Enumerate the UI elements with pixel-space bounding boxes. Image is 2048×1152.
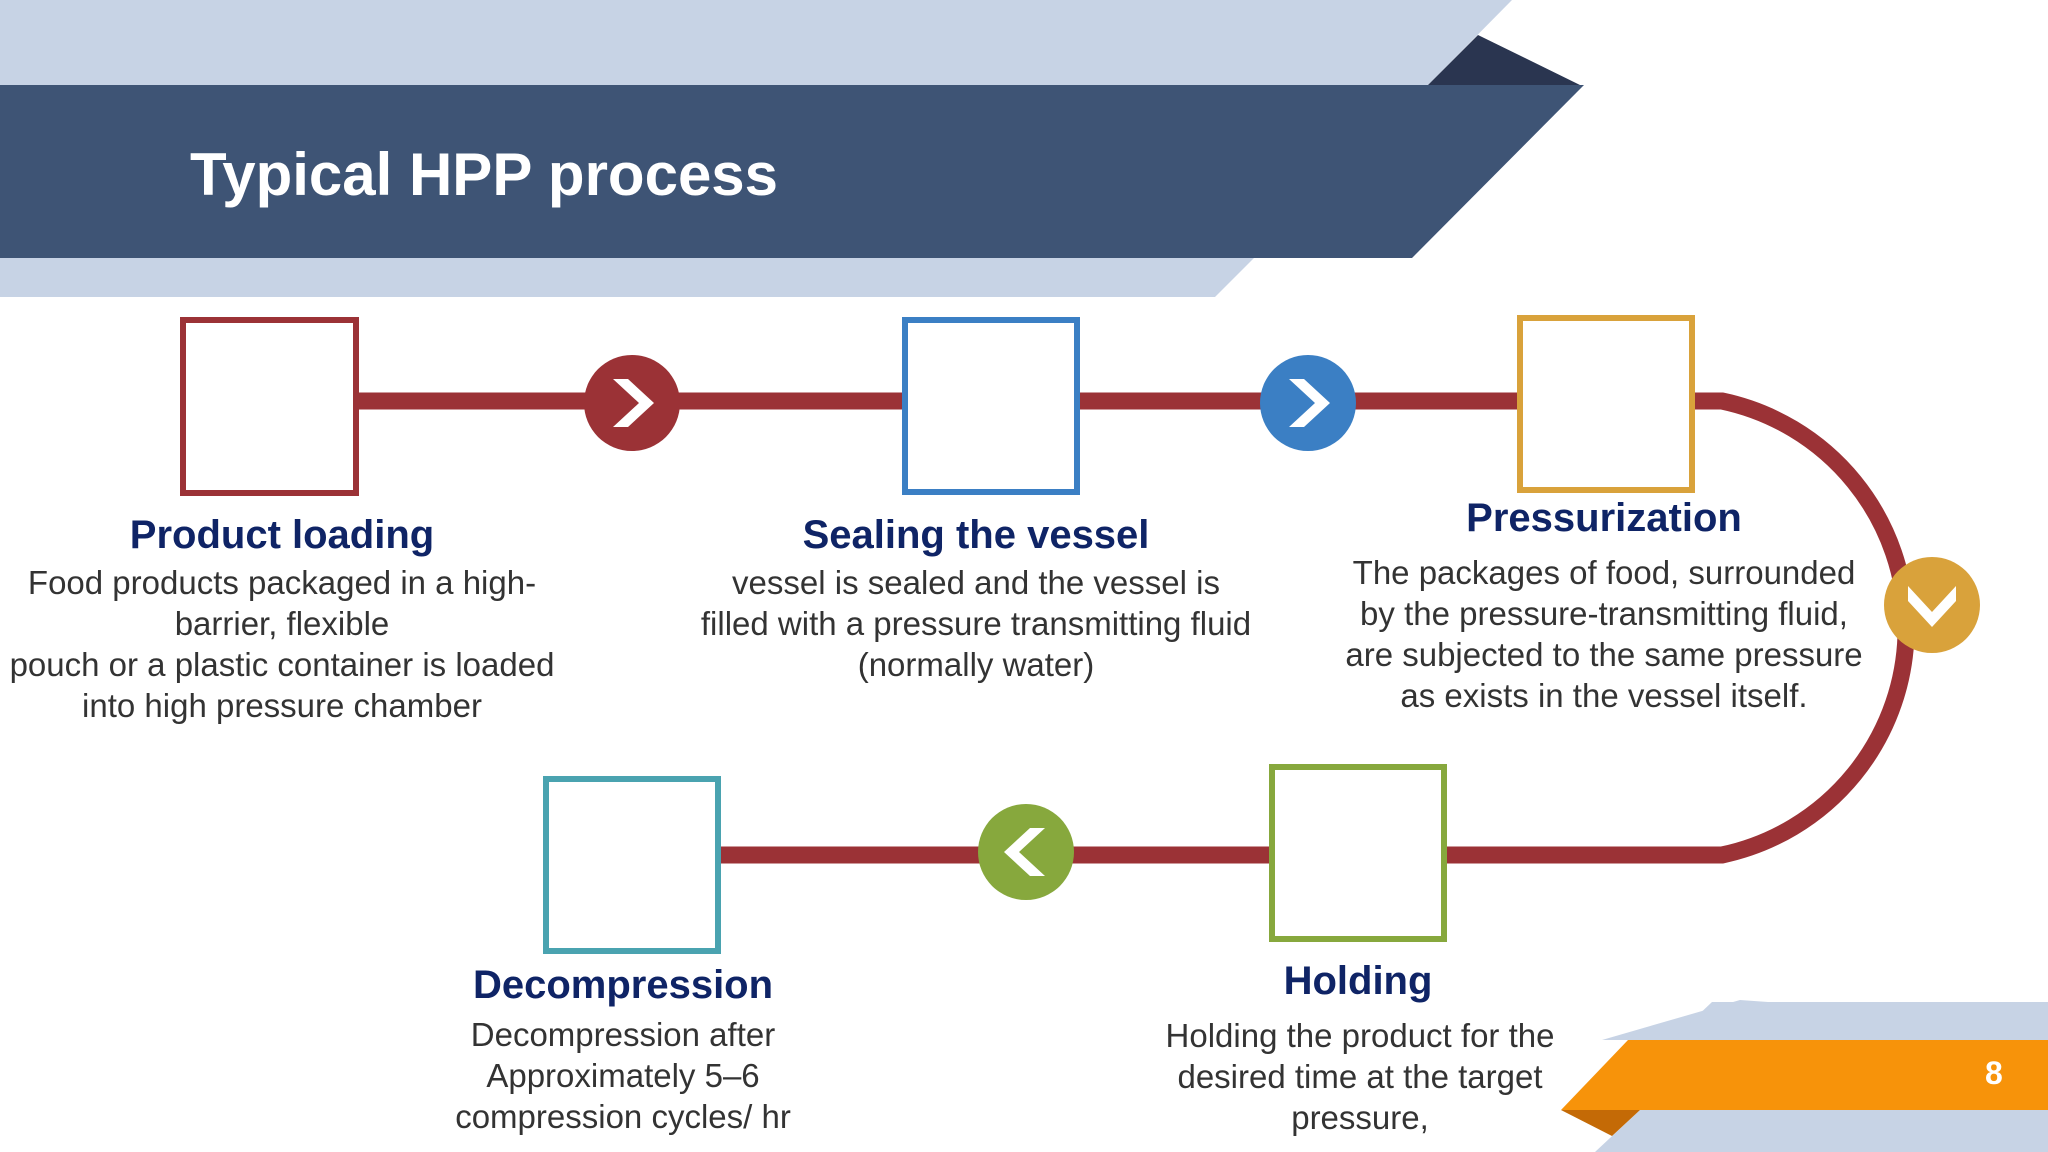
- step-box-decompression: [543, 776, 721, 954]
- description-line: The packages of food, surrounded: [1352, 554, 1856, 591]
- chevron-left-icon: [1004, 828, 1045, 876]
- description-line: Approximately 5–6: [486, 1057, 760, 1094]
- slide-title: Typical HPP process: [190, 141, 779, 208]
- footer-orange-band: [1561, 1040, 2048, 1110]
- description-line: Holding the product for the: [1165, 1017, 1555, 1054]
- description-line: filled with a pressure transmitting flui…: [700, 605, 1252, 642]
- footer-orange-fold: [1561, 1110, 1640, 1136]
- description-line: pouch or a plastic container is loaded: [9, 646, 555, 683]
- description-line: are subjected to the same pressure: [1345, 636, 1863, 673]
- footer-light-right: [1672, 1002, 2048, 1040]
- step-box-holding: [1269, 764, 1447, 942]
- description-line: barrier, flexible: [174, 605, 390, 642]
- arrow-right-1: [584, 355, 680, 451]
- step-description-decompression: Decompression after Approximately 5–6 co…: [455, 1014, 791, 1137]
- banner-fold: [1428, 35, 1582, 86]
- chevron-right-icon: [613, 379, 654, 427]
- step-description-holding: Holding the product for the desired time…: [1166, 1015, 1555, 1138]
- description-line: Food products packaged in a high-: [27, 564, 537, 601]
- step-box-sealing: [902, 317, 1080, 495]
- step-description-sealing: vessel is sealed and the vessel is fille…: [701, 562, 1251, 685]
- description-line: vessel is sealed and the vessel is: [732, 564, 1220, 601]
- chevron-right-icon: [1289, 379, 1330, 427]
- step-title-holding: Holding: [1283, 959, 1433, 1003]
- step-title-product-loading: Product loading: [129, 513, 435, 557]
- step-box-product-loading: [180, 317, 359, 496]
- banner-light-top: [0, 0, 1512, 85]
- banner-dark: [0, 85, 1584, 258]
- step-title-decompression: Decompression: [472, 963, 774, 1007]
- step-box-pressurization: [1517, 315, 1695, 493]
- description-line: as exists in the vessel itself.: [1400, 677, 1808, 714]
- step-description-pressurization: The packages of food, surrounded by the …: [1345, 552, 1862, 716]
- banner-light-bottom: [0, 258, 1254, 297]
- description-line: pressure,: [1291, 1099, 1429, 1136]
- arrow-right-2: [1260, 355, 1356, 451]
- step-title-sealing: Sealing the vessel: [802, 513, 1150, 557]
- arrow-down: [1884, 557, 1980, 653]
- footer-light-bottom: [1595, 1110, 2048, 1152]
- step-title-pressurization: Pressurization: [1466, 496, 1742, 540]
- step-description-product-loading: Food products packaged in a high- barrie…: [10, 562, 555, 726]
- description-line: by the pressure-transmitting fluid,: [1360, 595, 1848, 632]
- page-number: 8: [1985, 1055, 2003, 1091]
- description-line: Decompression after: [470, 1016, 776, 1053]
- arrow-left: [978, 804, 1074, 900]
- description-line: into high pressure chamber: [82, 687, 482, 724]
- chevron-down-icon: [1908, 586, 1956, 627]
- description-line: desired time at the target: [1177, 1058, 1543, 1095]
- description-line: compression cycles/ hr: [455, 1098, 791, 1135]
- description-line: (normally water): [857, 646, 1095, 683]
